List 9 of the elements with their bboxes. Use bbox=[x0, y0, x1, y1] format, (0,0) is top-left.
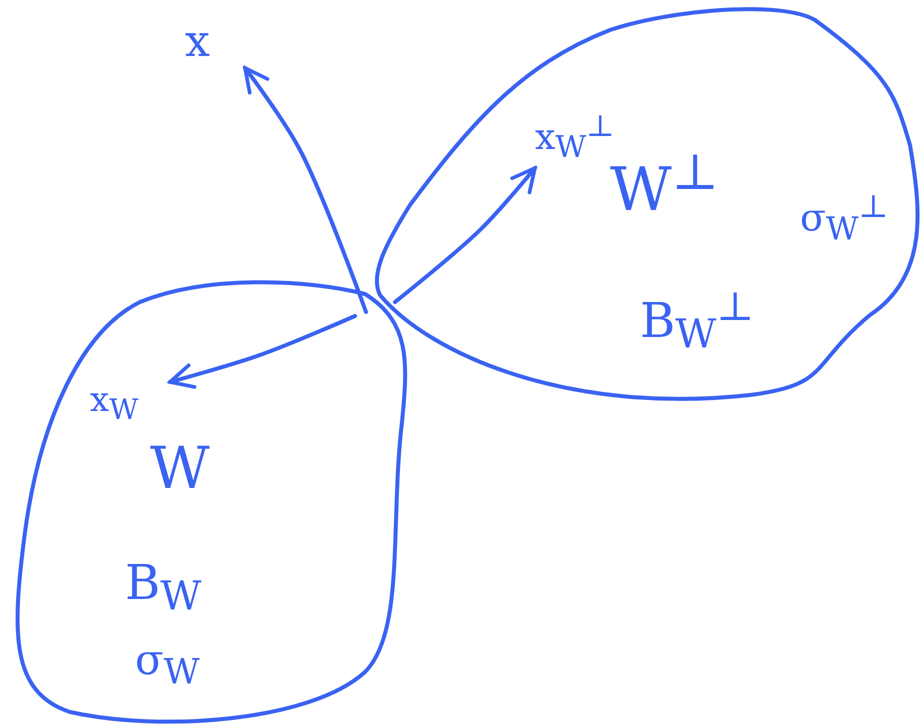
arrow bbox=[168, 314, 357, 389]
math-label: B$_{W}$ bbox=[125, 557, 202, 619]
vector-label: x$_{W}$ bbox=[90, 382, 170, 424]
arrow bbox=[393, 166, 537, 304]
arrow bbox=[243, 66, 368, 314]
math-label: σ$_{W}$ bbox=[135, 637, 200, 692]
math-label: W bbox=[150, 437, 210, 501]
math-label: W$^{⊥}$ bbox=[610, 145, 719, 223]
vector-label: x bbox=[185, 18, 245, 68]
